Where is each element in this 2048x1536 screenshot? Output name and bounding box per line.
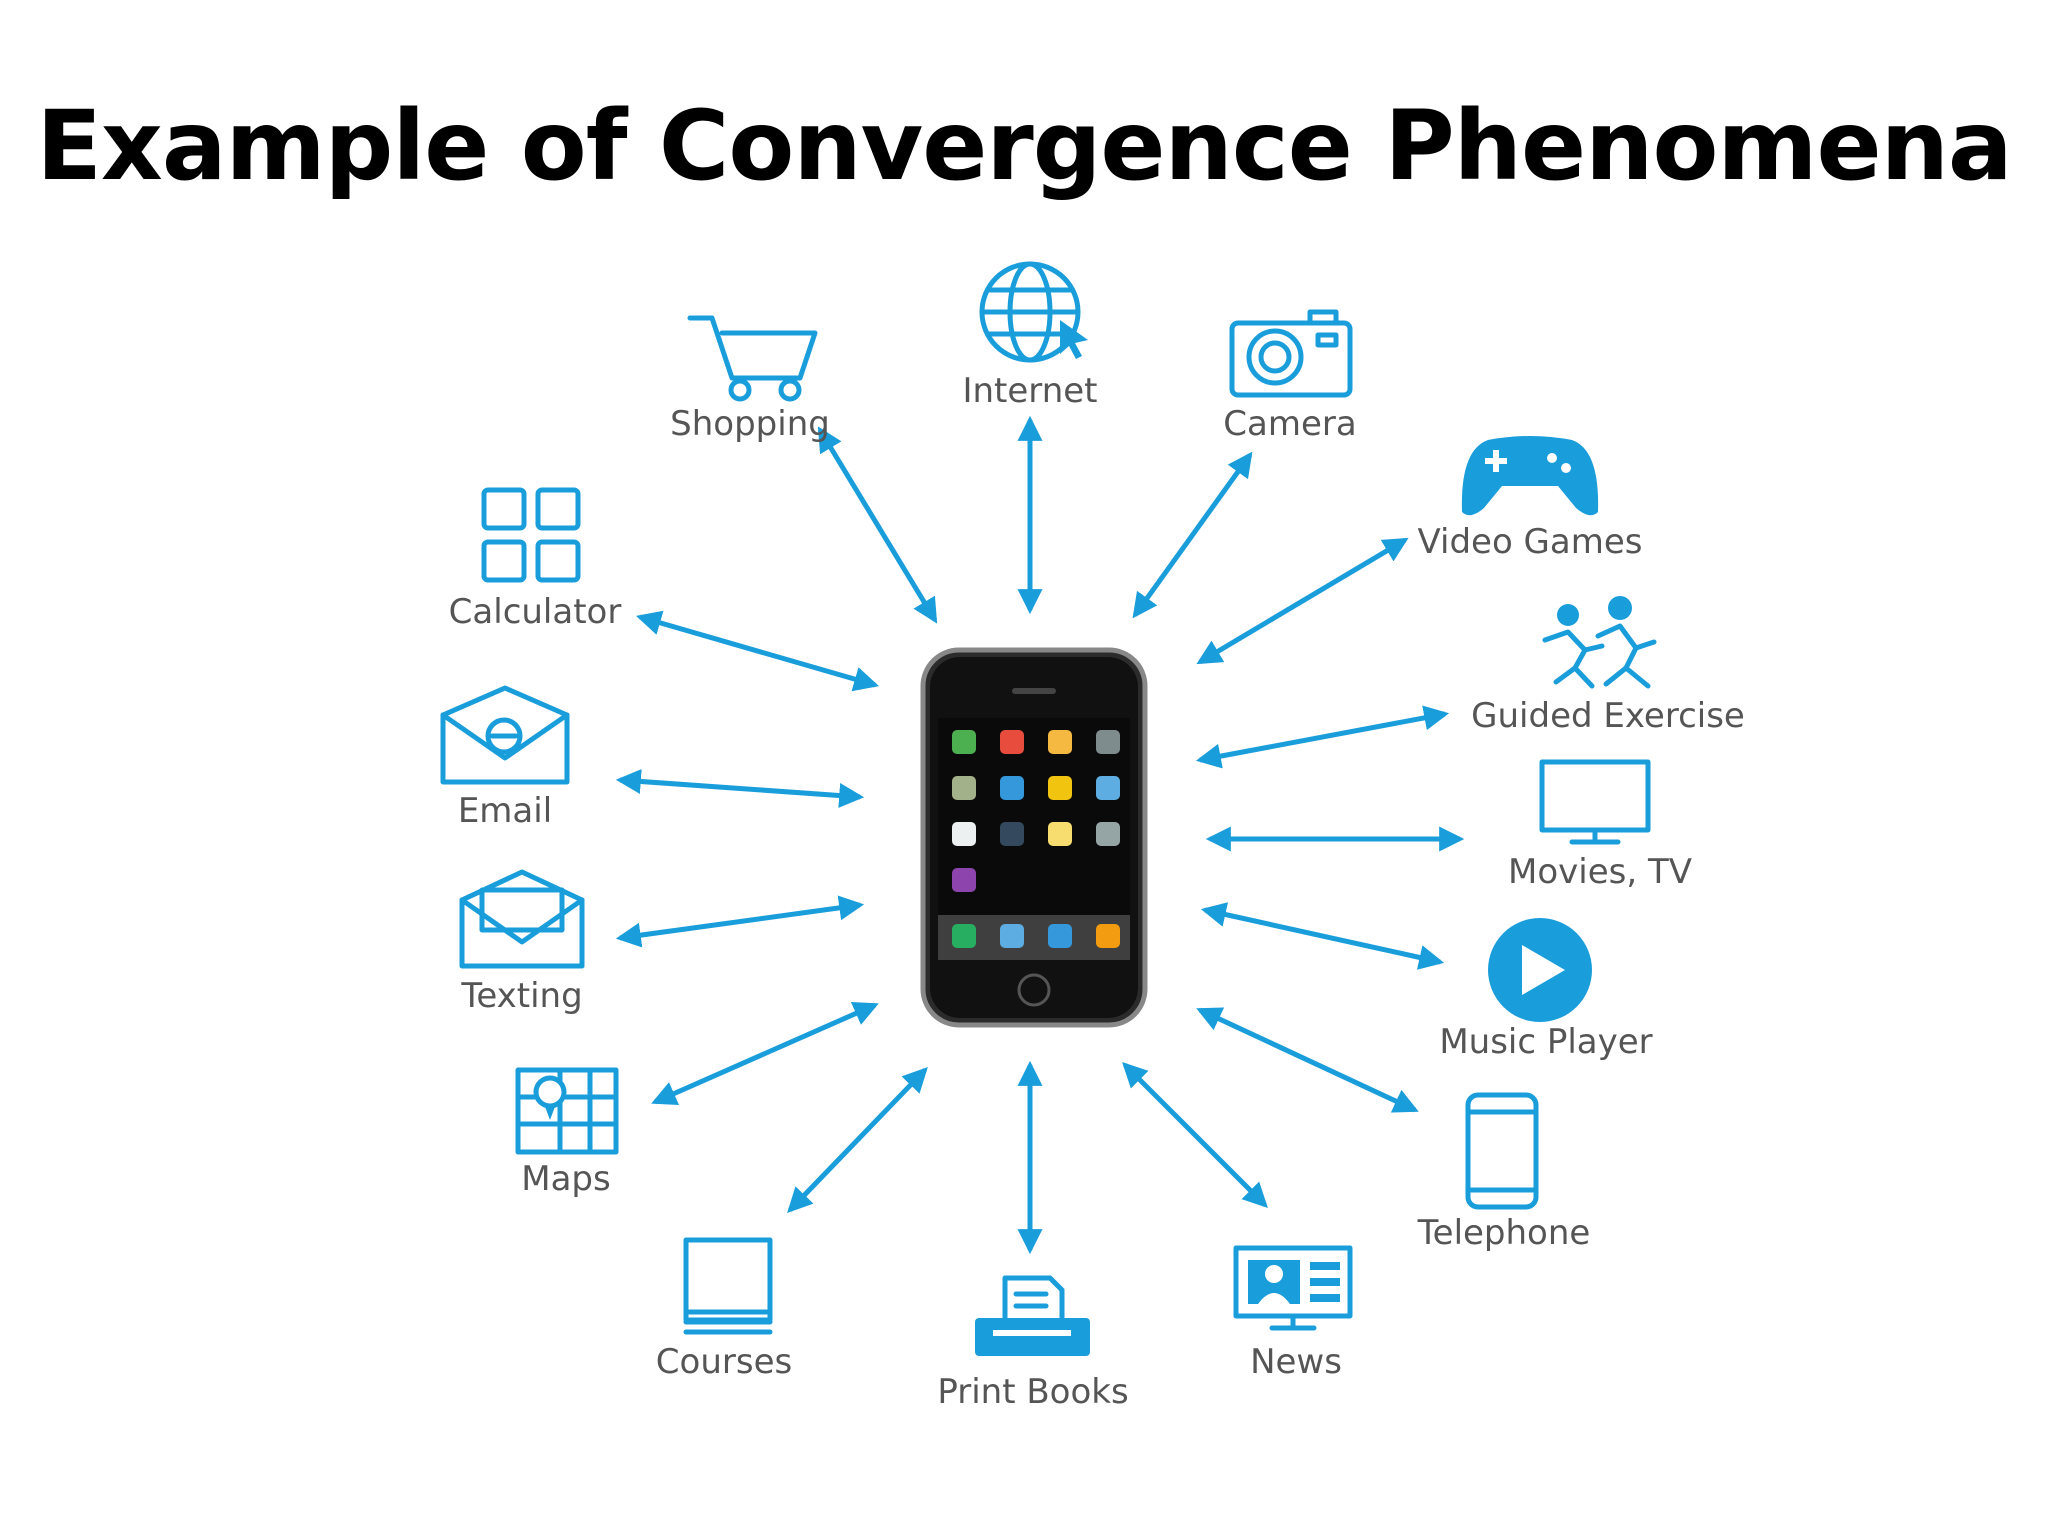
- node-label: Guided Exercise: [1471, 696, 1745, 736]
- shopping-cart-icon: [687, 315, 818, 402]
- node-news: News: [1233, 1245, 1353, 1382]
- envelope-open-icon: [459, 869, 585, 969]
- globe-icon: [979, 261, 1088, 363]
- gamepad-icon: [1461, 436, 1599, 516]
- node-label: News: [1250, 1342, 1342, 1382]
- email-icon: [440, 685, 570, 785]
- arrow-telephone: [1196, 1007, 1419, 1113]
- smartphone-icon: [920, 647, 1148, 1028]
- node-label: Print Books: [937, 1372, 1128, 1412]
- node-label: Courses: [656, 1342, 792, 1382]
- node-print-books: Print Books: [937, 1275, 1129, 1412]
- node-label: Maps: [521, 1159, 610, 1199]
- arrow-calculator: [635, 610, 880, 692]
- tv-icon: [1539, 759, 1651, 845]
- node-camera: Camera: [1223, 309, 1357, 444]
- arrow-email: [615, 769, 865, 808]
- node-calculator: Calculator: [449, 487, 622, 632]
- map-icon: [515, 1067, 619, 1155]
- node-courses: Courses: [656, 1237, 792, 1382]
- calculator-icon: [481, 487, 581, 583]
- app-grid: [952, 730, 1120, 892]
- node-label: Camera: [1223, 404, 1356, 444]
- arrow-guided-exercise: [1195, 705, 1450, 769]
- node-label: Music Player: [1439, 1022, 1652, 1062]
- printer-icon: [975, 1275, 1090, 1356]
- connector-arrows: [615, 415, 1465, 1255]
- node-movies-tv: Movies, TV: [1508, 759, 1692, 892]
- arrow-texting: [615, 895, 865, 948]
- node-video-games: Video Games: [1417, 436, 1643, 562]
- node-guided-exercise: Guided Exercise: [1471, 596, 1745, 736]
- node-label: Movies, TV: [1508, 852, 1692, 892]
- camera-icon: [1229, 309, 1353, 398]
- node-label: Shopping: [670, 404, 830, 444]
- arrow-camera: [1132, 451, 1253, 619]
- play-icon: [1488, 918, 1592, 1022]
- phone-icon: [1465, 1092, 1539, 1210]
- running-people-icon: [1542, 596, 1657, 689]
- node-texting: Texting: [459, 869, 585, 1016]
- news-icon: [1233, 1245, 1353, 1331]
- node-label: Telephone: [1417, 1213, 1591, 1253]
- page-title: Example of Convergence Phenomena: [36, 90, 2012, 202]
- node-maps: Maps: [515, 1067, 619, 1199]
- book-icon: [683, 1237, 773, 1335]
- node-label: Texting: [460, 976, 582, 1016]
- arrow-music-player: [1200, 902, 1445, 970]
- node-label: Email: [458, 791, 552, 831]
- arrow-video-games: [1196, 537, 1409, 665]
- arrow-maps: [651, 1001, 879, 1106]
- node-shopping: Shopping: [670, 315, 830, 444]
- arrow-shopping: [817, 426, 938, 624]
- node-internet: Internet: [962, 261, 1098, 411]
- node-email: Email: [440, 685, 570, 831]
- node-music-player: Music Player: [1439, 918, 1653, 1062]
- node-telephone: Telephone: [1417, 1092, 1591, 1253]
- node-label: Calculator: [449, 592, 622, 632]
- arrow-news: [1122, 1062, 1268, 1208]
- node-label: Video Games: [1417, 522, 1642, 562]
- node-label: Internet: [962, 371, 1097, 411]
- arrow-courses: [787, 1067, 928, 1213]
